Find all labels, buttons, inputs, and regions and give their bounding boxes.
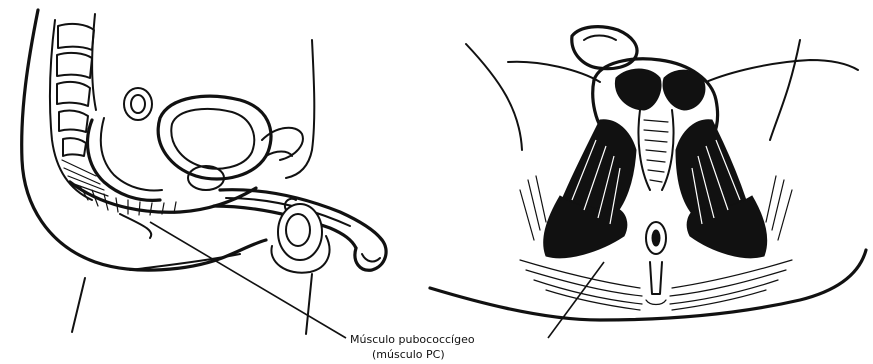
caption-line-2: (músculo PC) [372,348,445,361]
pelvic-floor-illustration [430,27,866,320]
gluteal-fibres [520,260,792,310]
sagittal-section-illustration [22,10,386,334]
caption-line-1: Músculo pubococcígeo [350,333,475,346]
leader-line-right [548,262,604,338]
caption: Músculo pubococcígeo (músculo PC) [350,333,475,361]
